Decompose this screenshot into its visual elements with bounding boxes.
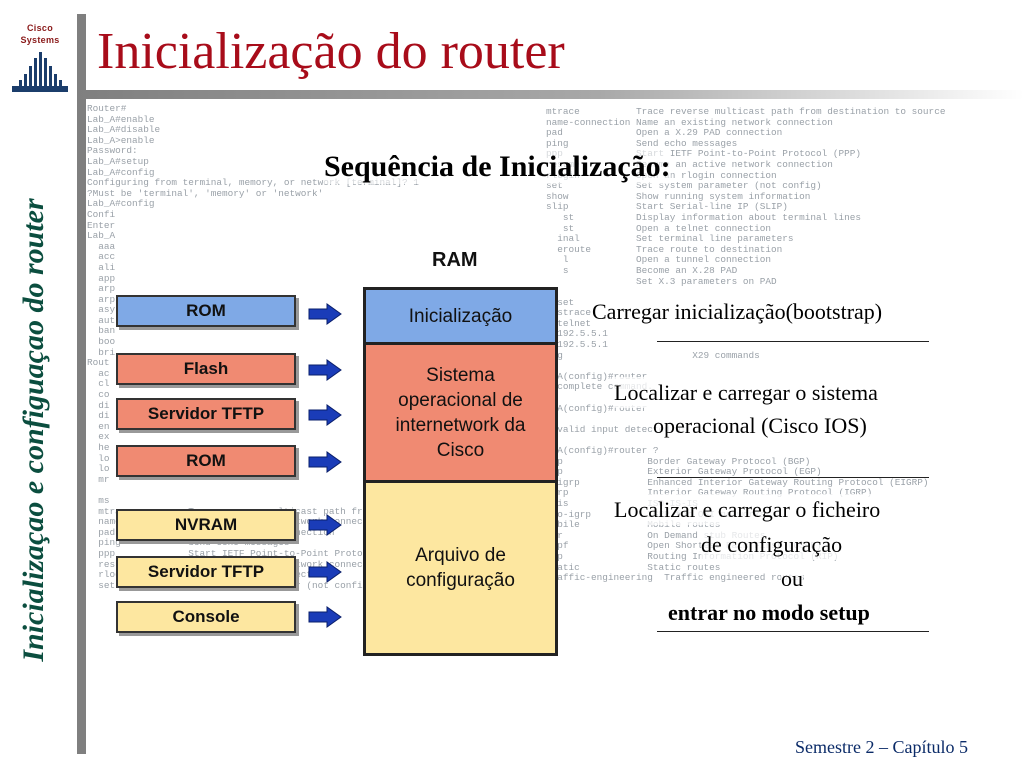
arrow-right-icon — [308, 451, 342, 473]
ram-segment-ios-text: Sistema operacional de internetwork da C… — [395, 364, 526, 461]
ram-label: RAM — [432, 249, 478, 271]
footer-chapter: Semestre 2 – Capítulo 5 — [795, 737, 968, 757]
ram-segment-config: Arquivo de configuração — [366, 483, 555, 653]
slide-title: Inicialização do router — [97, 23, 565, 80]
ram-segment-ios: Sistema operacional de internetwork da C… — [366, 345, 555, 483]
logo-bridge-icon — [8, 50, 72, 86]
arrow-right-icon — [308, 561, 342, 583]
source-flash: Flash — [116, 353, 296, 385]
divider — [657, 477, 929, 478]
logo-base — [12, 86, 68, 92]
step-bootstrap: Carregar inicialização(bootstrap) — [592, 296, 883, 327]
source-nvram: NVRAM — [116, 509, 296, 541]
divider — [657, 341, 929, 342]
step-or: ou — [781, 563, 803, 594]
side-title: Inicializaçao e configuaçao do router — [17, 198, 50, 662]
step-config-line2: de configuração — [701, 529, 843, 560]
source-rom-bootstrap: ROM — [116, 295, 296, 327]
source-console: Console — [116, 601, 296, 633]
logo-text: Cisco Systems — [20, 23, 60, 45]
arrow-right-icon — [308, 359, 342, 381]
arrow-right-icon — [308, 303, 342, 325]
subtitle: Sequência de Inicialização: — [324, 150, 671, 184]
step-ios-line1: Localizar e carregar o sistema — [614, 377, 878, 408]
arrow-right-icon — [308, 514, 342, 536]
divider — [657, 631, 929, 632]
vertical-frame-bar — [77, 14, 86, 754]
arrow-right-icon — [308, 404, 342, 426]
source-rom-ios: ROM — [116, 445, 296, 477]
source-tftp-ios: Servidor TFTP — [116, 398, 296, 430]
arrow-right-icon — [308, 606, 342, 628]
cisco-logo: Cisco Systems — [8, 22, 72, 92]
step-config-line1: Localizar e carregar o ficheiro — [614, 494, 881, 525]
ram-box: Inicialização Sistema operacional de int… — [363, 287, 558, 656]
step-setup-mode: entrar no modo setup — [668, 597, 870, 628]
step-ios-line2: operacional (Cisco IOS) — [653, 410, 867, 441]
source-tftp-config: Servidor TFTP — [116, 556, 296, 588]
ram-segment-init: Inicialização — [366, 290, 555, 345]
ram-segment-config-text: Arquivo de configuração — [406, 545, 515, 591]
horizontal-frame-bar — [77, 90, 1024, 99]
